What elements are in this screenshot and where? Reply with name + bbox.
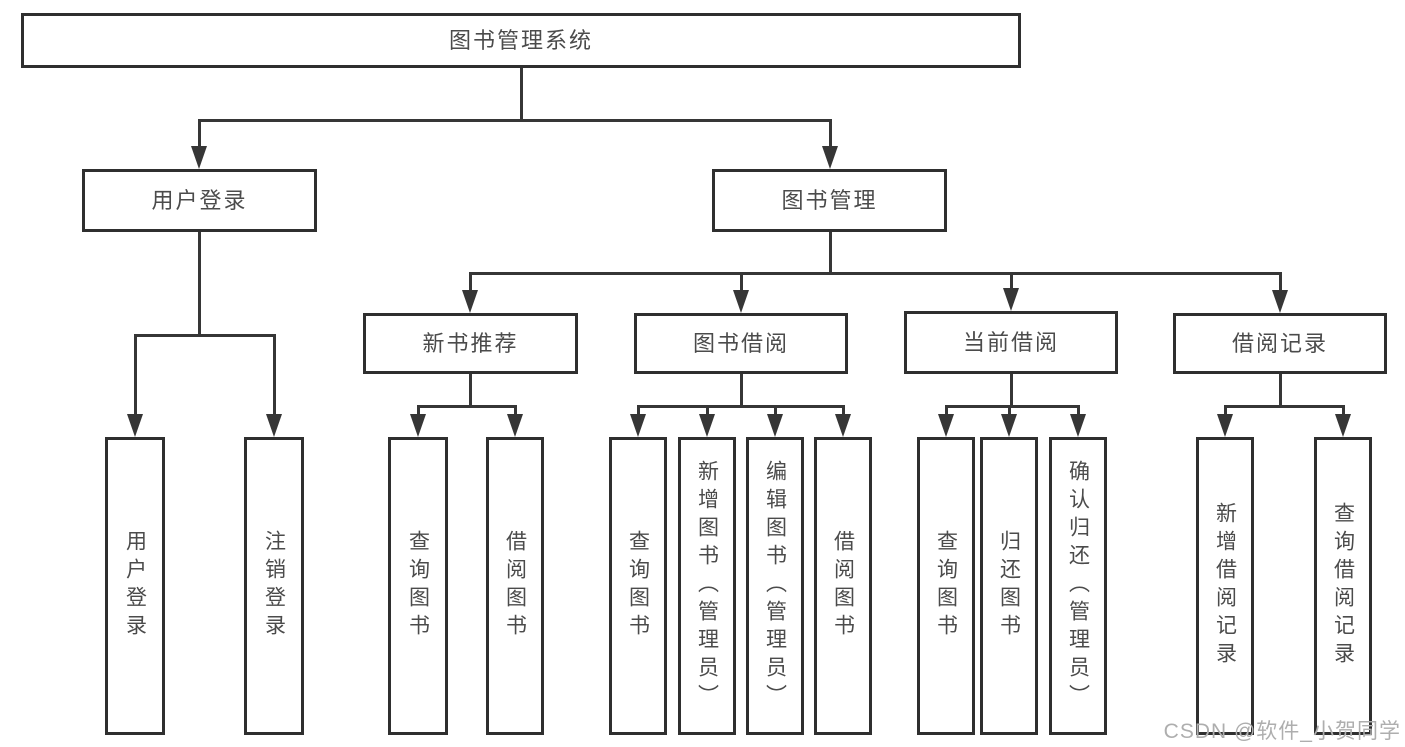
node-label: 借阅记录 [1231, 330, 1328, 356]
leaf-add-books-admin: 新增图书（管理员） [678, 437, 736, 735]
arrow-down-icon [1001, 414, 1017, 437]
arrow-down-icon [1070, 414, 1086, 437]
node-label: 图书借阅 [692, 330, 789, 356]
leaf-label: 借阅图书 [503, 530, 527, 642]
leaf-query-books-current: 查询图书 [917, 437, 975, 735]
node-borrow-records: 借阅记录 [1173, 313, 1387, 374]
connector-segment [519, 68, 523, 122]
arrow-down-icon [1217, 414, 1233, 437]
node-user-login: 用户登录 [82, 169, 317, 232]
connector-segment [1278, 374, 1282, 408]
node-label: 用户登录 [151, 187, 248, 213]
connector-segment [272, 335, 276, 417]
leaf-edit-books-admin: 编辑图书（管理员） [746, 437, 804, 735]
leaf-label: 借阅图书 [831, 530, 855, 642]
arrow-down-icon [1272, 290, 1288, 313]
leaf-label: 查询图书 [626, 530, 650, 642]
connector-segment [739, 273, 743, 293]
node-library-management-system: 图书管理系统 [21, 13, 1021, 68]
connector-segment [636, 406, 640, 417]
arrow-down-icon [127, 414, 143, 437]
connector-segment [416, 406, 420, 417]
connector-segment [944, 406, 948, 417]
leaf-logout-login: 注销登录 [244, 437, 304, 735]
leaf-label: 新增图书（管理员） [695, 460, 719, 712]
arrow-down-icon [410, 414, 426, 437]
node-label: 新书推荐 [422, 330, 519, 356]
connector-segment [841, 406, 845, 417]
leaf-return-books: 归还图书 [980, 437, 1038, 735]
connector-segment [636, 404, 845, 408]
connector-segment [739, 374, 743, 408]
connector-segment [468, 271, 1282, 275]
connector-segment [416, 404, 517, 408]
arrow-down-icon [1003, 288, 1019, 311]
leaf-label: 用户登录 [123, 530, 147, 642]
arrow-down-icon [767, 414, 783, 437]
leaf-borrow-books-borrowing: 借阅图书 [814, 437, 872, 735]
arrow-down-icon [507, 414, 523, 437]
connector-segment [468, 273, 472, 293]
connector-segment [133, 333, 276, 337]
leaf-confirm-return-admin: 确认归还（管理员） [1049, 437, 1107, 735]
connector-segment [197, 120, 201, 149]
arrow-down-icon [822, 146, 838, 169]
connector-segment [1009, 374, 1013, 408]
leaf-label: 查询图书 [406, 530, 430, 642]
leaf-query-books-newbooks: 查询图书 [388, 437, 448, 735]
leaf-label: 编辑图书（管理员） [763, 460, 787, 712]
arrow-down-icon [462, 290, 478, 313]
leaf-borrow-books-newbooks: 借阅图书 [486, 437, 544, 735]
connector-segment [1278, 273, 1282, 293]
node-book-borrowing: 图书借阅 [634, 313, 848, 374]
leaf-query-books-borrowing: 查询图书 [609, 437, 667, 735]
leaf-label: 查询图书 [934, 530, 958, 642]
connector-segment [1223, 404, 1345, 408]
node-label: 图书管理系统 [448, 27, 593, 53]
arrow-down-icon [266, 414, 282, 437]
connector-segment [197, 118, 832, 122]
connector-segment [513, 406, 517, 417]
leaf-label: 确认归还（管理员） [1066, 460, 1090, 712]
connector-segment [1341, 406, 1345, 417]
connector-segment [1009, 273, 1013, 291]
connector-segment [468, 374, 472, 408]
leaf-label: 查询借阅记录 [1331, 502, 1355, 670]
connector-segment [773, 406, 777, 417]
connector-segment [197, 231, 201, 337]
csdn-watermark: CSDN @软件_小贺同学 [1163, 720, 1401, 743]
connector-segment [1007, 406, 1011, 417]
arrow-down-icon [733, 290, 749, 313]
node-label: 当前借阅 [962, 329, 1059, 355]
connector-segment [944, 404, 1080, 408]
leaf-label: 新增借阅记录 [1213, 502, 1237, 670]
leaf-label: 注销登录 [262, 530, 286, 642]
arrow-down-icon [630, 414, 646, 437]
arrow-down-icon [1335, 414, 1351, 437]
arrow-down-icon [835, 414, 851, 437]
node-label: 图书管理 [781, 187, 878, 213]
connector-segment [705, 406, 709, 417]
connector-segment [133, 335, 137, 417]
connector-segment [828, 232, 832, 275]
arrow-down-icon [938, 414, 954, 437]
leaf-add-borrow-record: 新增借阅记录 [1196, 437, 1254, 735]
node-book-management: 图书管理 [712, 169, 947, 232]
leaf-user-login: 用户登录 [105, 437, 165, 735]
connector-segment [1223, 406, 1227, 417]
leaf-query-borrow-record: 查询借阅记录 [1314, 437, 1372, 735]
node-current-borrowing: 当前借阅 [904, 311, 1118, 374]
arrow-down-icon [191, 146, 207, 169]
node-new-book-recommendation: 新书推荐 [363, 313, 578, 374]
leaf-label: 归还图书 [997, 530, 1021, 642]
connector-segment [1076, 406, 1080, 417]
arrow-down-icon [699, 414, 715, 437]
connector-segment [828, 120, 832, 149]
